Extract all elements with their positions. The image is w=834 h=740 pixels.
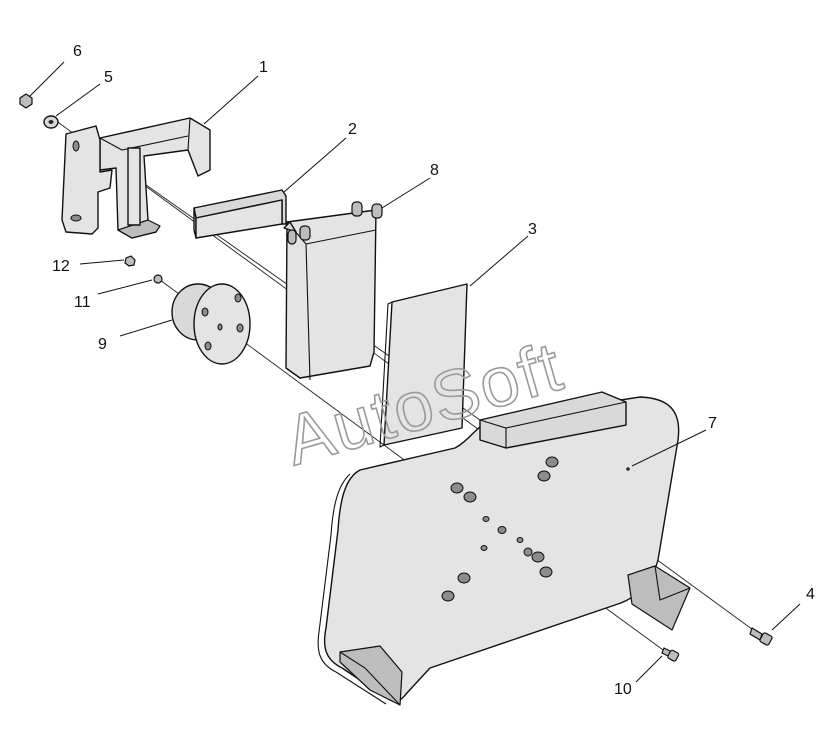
callout-8: 8 <box>430 162 439 179</box>
part-4-bolt <box>749 627 773 646</box>
callout-5: 5 <box>104 69 113 86</box>
part-12-nut <box>124 255 136 267</box>
callout-10: 10 <box>614 681 632 698</box>
part-1-side-plate <box>61 125 113 235</box>
part-8-channel <box>283 201 383 381</box>
callout-11: 11 <box>74 294 91 311</box>
part-1-bracket <box>99 117 211 239</box>
callout-6: 6 <box>73 43 82 60</box>
part-5-washer <box>43 115 59 129</box>
part-2-strip <box>193 189 287 239</box>
callout-1: 1 <box>259 59 268 76</box>
part-9-round-mount <box>171 283 251 365</box>
part-10-bolt <box>661 647 680 662</box>
callout-3: 3 <box>528 221 537 238</box>
part-7-base-plate <box>317 391 691 706</box>
callout-labels: 1 2 3 4 5 6 7 8 9 10 11 12 <box>52 43 815 698</box>
callout-9: 9 <box>98 336 107 353</box>
washer-stack <box>523 547 533 557</box>
part-3-panel <box>379 283 468 448</box>
part-11-washer <box>153 274 163 284</box>
part-6-nut <box>19 93 33 109</box>
leader-lines <box>29 61 801 683</box>
callout-7: 7 <box>708 415 717 432</box>
callout-12: 12 <box>52 258 70 275</box>
callout-2: 2 <box>348 121 357 138</box>
callout-4: 4 <box>806 586 815 603</box>
